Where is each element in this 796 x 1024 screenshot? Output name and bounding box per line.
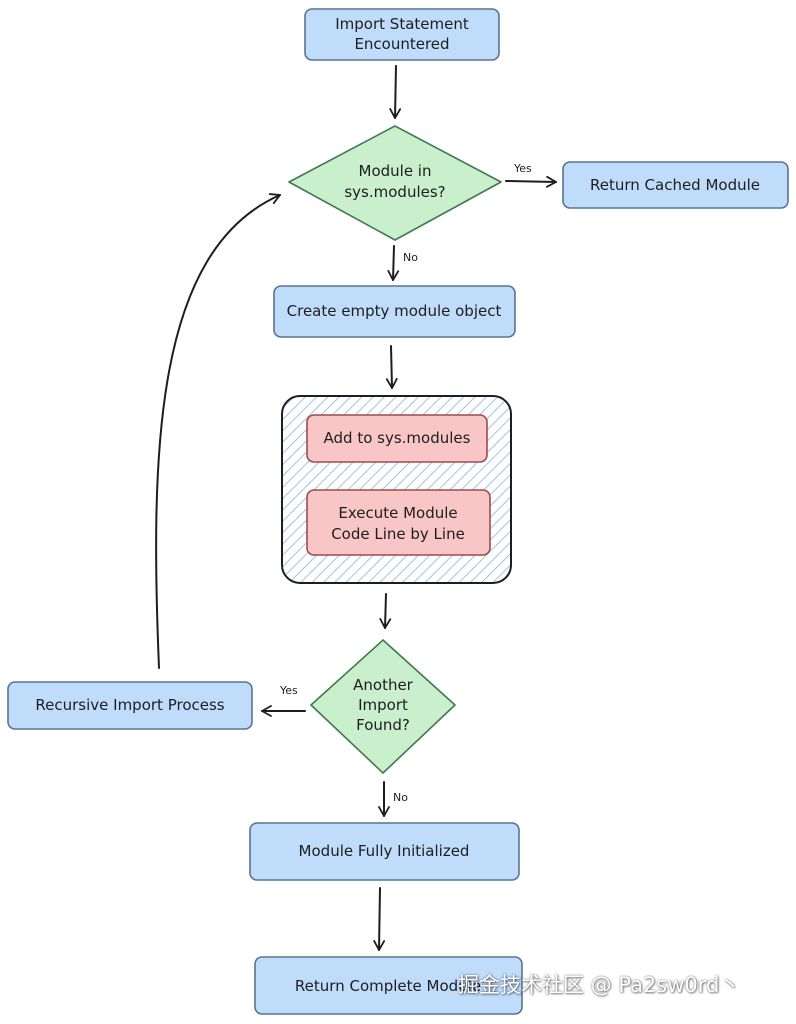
decision-another-import-found[interactable]: Another Import Found? xyxy=(310,639,456,774)
decision-module-in-sys-line2: sys.modules? xyxy=(344,183,445,201)
edge-group-to-another xyxy=(379,593,392,629)
decision-another-import-line1: Another xyxy=(353,676,414,694)
node-import-statement[interactable]: Import Statement Encountered xyxy=(304,8,500,61)
node-return-cached-label: Return Cached Module xyxy=(590,176,760,194)
decision-module-in-sys-modules[interactable]: Module in sys.modules? xyxy=(288,125,502,241)
node-recursive-import-process[interactable]: Recursive Import Process xyxy=(7,681,253,730)
node-execute-module-line2: Code Line by Line xyxy=(331,525,465,543)
node-execute-module-line1: Execute Module xyxy=(338,504,457,522)
node-import-statement-line2: Encountered xyxy=(354,35,449,53)
edge-create-to-group xyxy=(385,345,398,389)
edge-decision-no-to-create xyxy=(387,245,400,281)
edge-label-yes-cached: Yes xyxy=(513,162,532,175)
decision-another-import-line2: Import xyxy=(358,696,408,714)
edge-initialized-to-complete xyxy=(373,887,386,951)
node-recursive-import-label: Recursive Import Process xyxy=(35,696,224,714)
node-add-to-sys-label: Add to sys.modules xyxy=(324,429,471,447)
watermark-text: 掘金技术社区 @ Pa2sw0rd丶 xyxy=(458,973,741,997)
node-add-to-sys-modules[interactable]: Add to sys.modules xyxy=(306,414,488,463)
node-module-fully-initialized[interactable]: Module Fully Initialized xyxy=(249,822,520,881)
node-return-cached-module[interactable]: Return Cached Module xyxy=(562,161,789,209)
decision-module-in-sys-line1: Module in xyxy=(359,162,432,180)
edge-decision-yes-to-cached xyxy=(505,175,557,188)
edge-label-no-create: No xyxy=(403,251,418,264)
edge-recursive-back-to-decision xyxy=(155,193,281,669)
node-import-statement-line1: Import Statement xyxy=(335,15,469,33)
edge-label-yes-recursive: Yes xyxy=(279,684,298,697)
node-fully-initialized-label: Module Fully Initialized xyxy=(299,842,470,860)
node-create-empty-label: Create empty module object xyxy=(287,302,502,320)
node-return-complete-label: Return Complete Module xyxy=(295,977,481,995)
node-create-empty-module[interactable]: Create empty module object xyxy=(273,285,516,338)
edge-label-no-initialized: No xyxy=(393,791,408,804)
node-execute-module[interactable]: Execute Module Code Line by Line xyxy=(306,489,491,556)
node-return-complete-module[interactable]: Return Complete Module xyxy=(254,956,523,1015)
edge-import-to-decision xyxy=(389,65,402,119)
decision-another-import-line3: Found? xyxy=(356,716,410,734)
